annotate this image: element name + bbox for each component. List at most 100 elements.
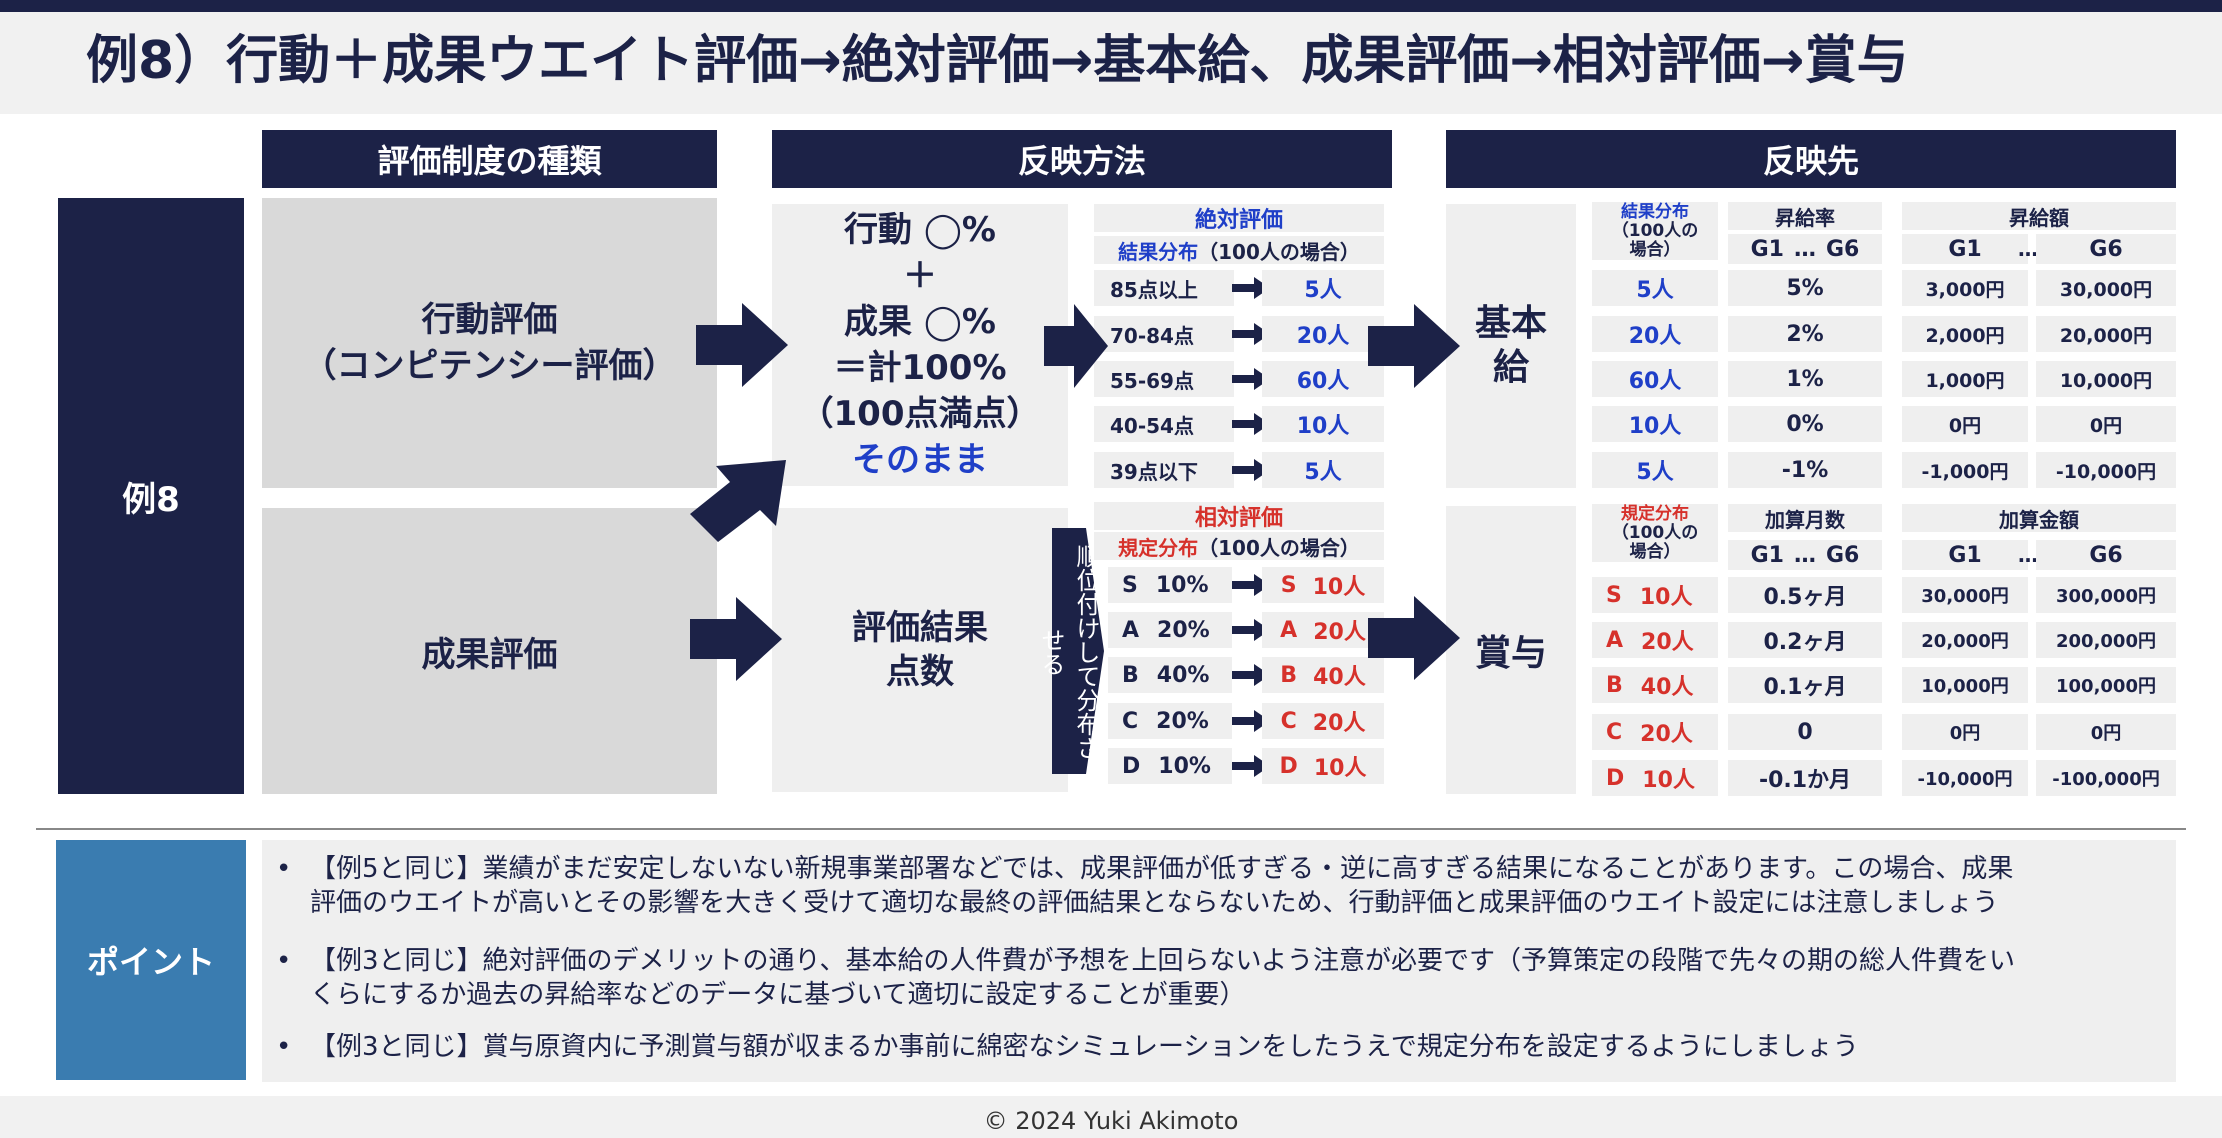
- bonus-dist-head: 規定分布 （100人の 場合）: [1592, 504, 1718, 562]
- raise-amount-dots: …: [2018, 237, 2038, 261]
- bonus-amount-g1-cell: -10,000円: [1902, 760, 2028, 796]
- bonus-dist-head-line3: 場合）: [1629, 541, 1681, 562]
- bonus-months-grade-head: G1…G6: [1728, 540, 1882, 570]
- bonus-amount-g1-cell: 30,000円: [1902, 577, 2028, 613]
- raise-amount-g1-cell: 2,000円: [1902, 316, 2028, 352]
- arrow-right-icon: [1232, 277, 1270, 299]
- bonus-amount-g1-cell: 10,000円: [1902, 667, 2028, 703]
- raise-amount-g6-cell: 30,000円: [2036, 270, 2176, 306]
- relative-result-people: 10人: [1313, 756, 1367, 781]
- example-label: 例8: [58, 198, 244, 794]
- absolute-dist-note: （100人の場合）: [1198, 239, 1360, 264]
- bonus-grade: A: [1606, 627, 1624, 653]
- rank-label: 順位付けして分布させる: [1037, 534, 1100, 770]
- bonus-grade: B: [1606, 672, 1623, 698]
- arrow-right-icon: [1232, 619, 1270, 641]
- arrow-right-icon: [1232, 664, 1270, 686]
- raise-rate-cell: 2%: [1728, 316, 1882, 352]
- relative-grade: B: [1122, 662, 1139, 688]
- base-people-cell: 10人: [1592, 406, 1718, 442]
- relative-dist-note: （100人の場合）: [1198, 535, 1360, 560]
- absolute-people-cell: 5人: [1262, 270, 1384, 306]
- arrow-result-to-weight-icon: [690, 460, 786, 542]
- weight-plus: ＋: [903, 256, 937, 296]
- relative-grade: A: [1122, 617, 1140, 643]
- bullet-icon: •: [276, 1032, 292, 1062]
- rank-label-shape: [1052, 528, 1104, 774]
- raise-amount-g6: G6: [2036, 234, 2176, 264]
- arrow-right-icon: [1232, 755, 1270, 777]
- relative-dist-header: 規定分布（100人の場合）: [1094, 532, 1384, 560]
- result-score-line1: 評価結果: [852, 608, 988, 648]
- bonus-label: 賞与: [1446, 506, 1576, 794]
- bonus-amount-g6-cell: 0円: [2036, 714, 2176, 750]
- relative-result-grade: S: [1280, 572, 1297, 598]
- bonus-months-cell: 0.2ヶ月: [1728, 622, 1882, 658]
- absolute-range-cell: 55-69点: [1094, 361, 1234, 397]
- bonus-amount-g6-cell: -100,000円: [2036, 760, 2176, 796]
- header-method: 反映方法: [772, 130, 1392, 188]
- base-people-cell: 60人: [1592, 361, 1718, 397]
- relative-pct: 10%: [1155, 572, 1209, 598]
- absolute-dist-label: 結果分布: [1118, 239, 1199, 264]
- point-item-line2: 評価のウエイトが高いとその影響を大きく受けて適切な最終の評価結果とならないため、…: [310, 888, 1999, 918]
- point-item-line1: 【例3と同じ】賞与原資内に予測賞与額が収まるか事前に綿密なシミュレーションをした…: [310, 1032, 1859, 1062]
- weight-box: 行動 ◯% ＋ 成果 ◯% ＝計100% （100点満点） そのまま: [772, 204, 1068, 486]
- absolute-title: 絶対評価: [1094, 204, 1384, 233]
- bullet-icon: •: [276, 854, 292, 884]
- raise-rate-cell: -1%: [1728, 452, 1882, 488]
- section-divider: [36, 828, 2186, 830]
- bonus-amount-g6-cell: 300,000円: [2036, 577, 2176, 613]
- raise-amount-g6-cell: 10,000円: [2036, 361, 2176, 397]
- absolute-people-cell: 10人: [1262, 406, 1384, 442]
- result-score-box: 評価結果 点数: [772, 508, 1068, 792]
- bonus-amount-g6-cell: 200,000円: [2036, 622, 2176, 658]
- raise-amount-g1-cell: 0円: [1902, 406, 2028, 442]
- absolute-dist-header: 結果分布（100人の場合）: [1094, 236, 1384, 264]
- absolute-range-cell: 70-84点: [1094, 316, 1234, 352]
- bonus-people: 40人: [1640, 675, 1694, 700]
- weight-behavior: 行動 ◯%: [844, 210, 996, 250]
- footer-band: [0, 1096, 2222, 1138]
- arrow-behavior-to-weight-icon: [696, 303, 788, 387]
- raise-amount-head: 昇給額: [1902, 202, 2176, 230]
- absolute-range-cell: 40-54点: [1094, 406, 1234, 442]
- bonus-dist-head-line2: （100人の: [1611, 522, 1699, 543]
- point-item-line2: くらにするか過去の昇給率などのデータに基づいて適切に設定することが重要）: [310, 980, 1246, 1010]
- raise-amount-g1: G1: [1902, 234, 2028, 264]
- base-salary-label: 基本 給: [1446, 204, 1576, 488]
- absolute-people-cell: 60人: [1262, 361, 1384, 397]
- base-dist-head-line3: 場合）: [1629, 239, 1681, 260]
- points-label: ポイント: [56, 840, 246, 1080]
- weight-as-is: そのまま: [852, 440, 988, 480]
- bonus-people: 10人: [1642, 768, 1695, 793]
- absolute-range-cell: 39点以下: [1094, 452, 1234, 488]
- bonus-dist-head-line1: 規定分布: [1621, 503, 1689, 524]
- bonus-months-cell: 0.1ヶ月: [1728, 667, 1882, 703]
- bonus-amount-g1-cell: 0円: [1902, 714, 2028, 750]
- bonus-grade: D: [1606, 765, 1625, 791]
- bullet-icon: •: [276, 946, 292, 976]
- bonus-months-g1: G1: [1750, 542, 1784, 568]
- relative-result-grade: B: [1280, 662, 1298, 688]
- weight-result: 成果 ◯%: [844, 302, 996, 342]
- bonus-months-cell: 0.5ヶ月: [1728, 577, 1882, 613]
- raise-rate-g6: G6: [1826, 236, 1860, 262]
- base-dist-head-line2: （100人の: [1611, 220, 1699, 241]
- arrow-right-icon: [1232, 323, 1270, 345]
- absolute-range-cell: 85点以上: [1094, 270, 1234, 306]
- base-salary-line2: 給: [1492, 347, 1529, 388]
- raise-amount-g6-cell: 0円: [2036, 406, 2176, 442]
- header-eval-type: 評価制度の種類: [262, 130, 717, 188]
- raise-rate-head: 昇給率: [1728, 202, 1882, 230]
- raise-rate-cell: 1%: [1728, 361, 1882, 397]
- bonus-grade: S: [1606, 582, 1622, 608]
